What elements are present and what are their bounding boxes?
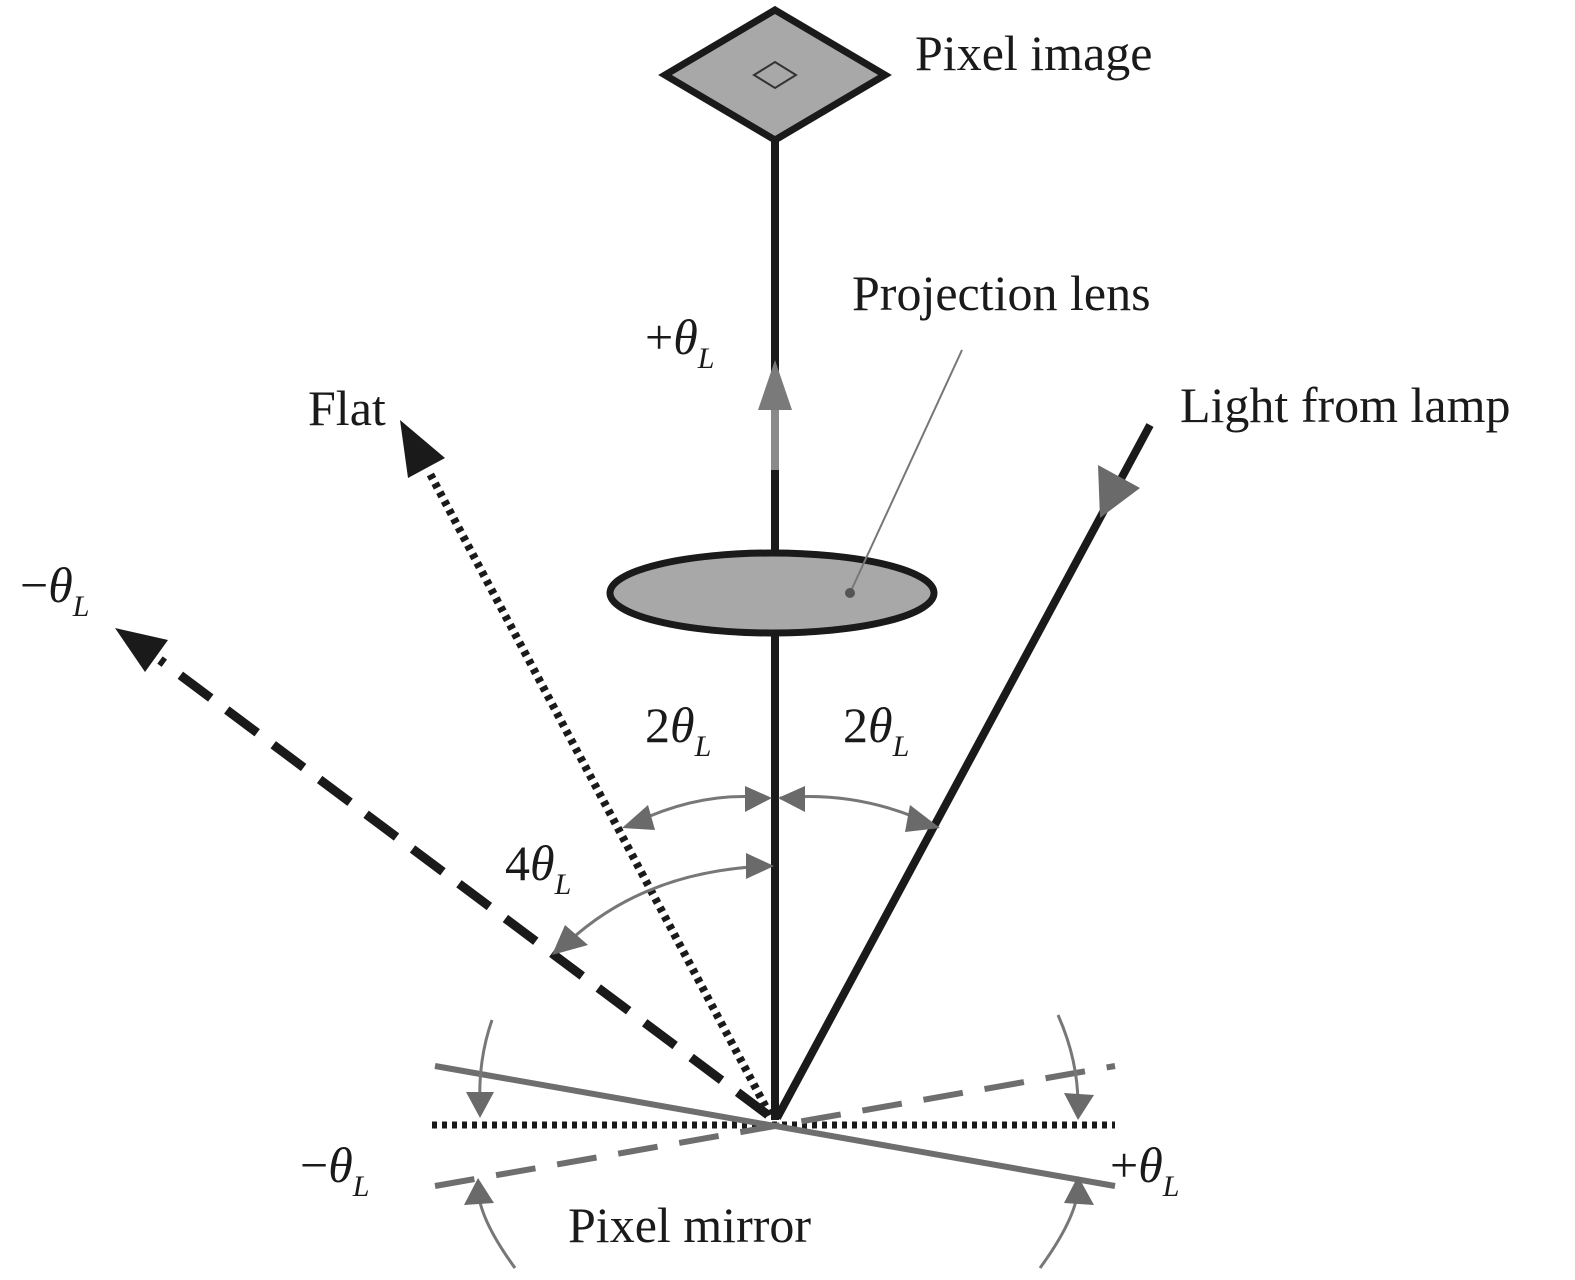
- plus-theta-mirror-label: +θL: [1110, 1140, 1179, 1202]
- off-state-ray: [157, 656, 771, 1119]
- tilt-arc-left-bottom-arrowhead: [464, 1178, 494, 1205]
- off-state-arrow: [115, 628, 168, 672]
- two-theta-right-sub: L: [892, 730, 910, 763]
- flat-state-arrow: [400, 420, 445, 478]
- plus-theta-axis-theta: θ: [673, 309, 698, 365]
- projection-lens-ellipse: [606, 549, 938, 637]
- two-theta-left-num: 2: [645, 697, 670, 753]
- two-theta-left-sub: L: [694, 730, 712, 763]
- minus-theta-mirror-sign: −: [300, 1137, 329, 1193]
- projection-direction-arrow: [758, 360, 792, 410]
- four-theta-sub: L: [554, 868, 572, 901]
- plus-theta-mirror-sign: +: [1110, 1137, 1139, 1193]
- four-theta-label: 4θL: [505, 838, 571, 900]
- minus-theta-upper-label: −θL: [20, 560, 89, 622]
- pixel-image-label: Pixel image: [915, 25, 1153, 81]
- tilt-arc-right-top: [1056, 1014, 1080, 1106]
- four-theta-num: 4: [505, 835, 530, 891]
- arc-2theta-left-arrowhead-b: [745, 786, 772, 812]
- plus-theta-mirror-sub: L: [1162, 1170, 1180, 1203]
- tilt-arc-right-top-arrowhead: [1064, 1093, 1094, 1120]
- projection-lens-leader-dot: [845, 588, 855, 598]
- arc-2theta-right-arrowhead-b: [905, 805, 940, 832]
- two-theta-right-theta: θ: [868, 697, 893, 753]
- plus-theta-axis-sub: L: [697, 342, 715, 375]
- four-theta-theta: θ: [530, 835, 555, 891]
- two-theta-left-label: 2θL: [645, 700, 711, 762]
- two-theta-right-num: 2: [843, 697, 868, 753]
- minus-theta-upper-sign: −: [20, 557, 49, 613]
- plus-theta-axis-label: +θL: [645, 312, 714, 374]
- plus-theta-axis-sign: +: [645, 309, 674, 365]
- flat-label: Flat: [308, 380, 386, 436]
- light-from-lamp-label: Light from lamp: [1180, 377, 1511, 433]
- plus-theta-mirror-theta: θ: [1138, 1137, 1163, 1193]
- pixel-image-diamond: [658, 5, 892, 145]
- minus-theta-upper-sub: L: [72, 590, 90, 623]
- two-theta-left-theta: θ: [670, 697, 695, 753]
- minus-theta-mirror-label: −θL: [300, 1140, 369, 1202]
- arc-4theta-arrowhead-a: [552, 925, 588, 955]
- minus-theta-mirror-sub: L: [352, 1170, 370, 1203]
- two-theta-right-label: 2θL: [843, 700, 909, 762]
- mirror-minus-theta: [434, 1063, 1116, 1189]
- arc-2theta-left-arrowhead-a: [622, 805, 655, 830]
- pixel-image-inner-diamond: [752, 60, 798, 90]
- arc-4theta-arrowhead-b: [746, 853, 774, 879]
- lamp-light-ray: [773, 423, 1154, 1120]
- arc-4theta: [558, 864, 771, 952]
- projection-lens-leader: [849, 349, 963, 594]
- minus-theta-mirror-theta: θ: [328, 1137, 353, 1193]
- minus-theta-upper-theta: θ: [48, 557, 73, 613]
- tilt-arc-right-bottom-arrowhead: [1064, 1176, 1094, 1205]
- arc-2theta-right-arrowhead-a: [778, 786, 805, 812]
- pixel-mirror-label: Pixel mirror: [568, 1197, 812, 1253]
- flat-state-ray: [424, 468, 774, 1117]
- tilt-arc-left-top-arrowhead: [466, 1092, 494, 1118]
- projection-lens-label: Projection lens: [852, 265, 1151, 321]
- lamp-light-arrow: [1098, 465, 1140, 518]
